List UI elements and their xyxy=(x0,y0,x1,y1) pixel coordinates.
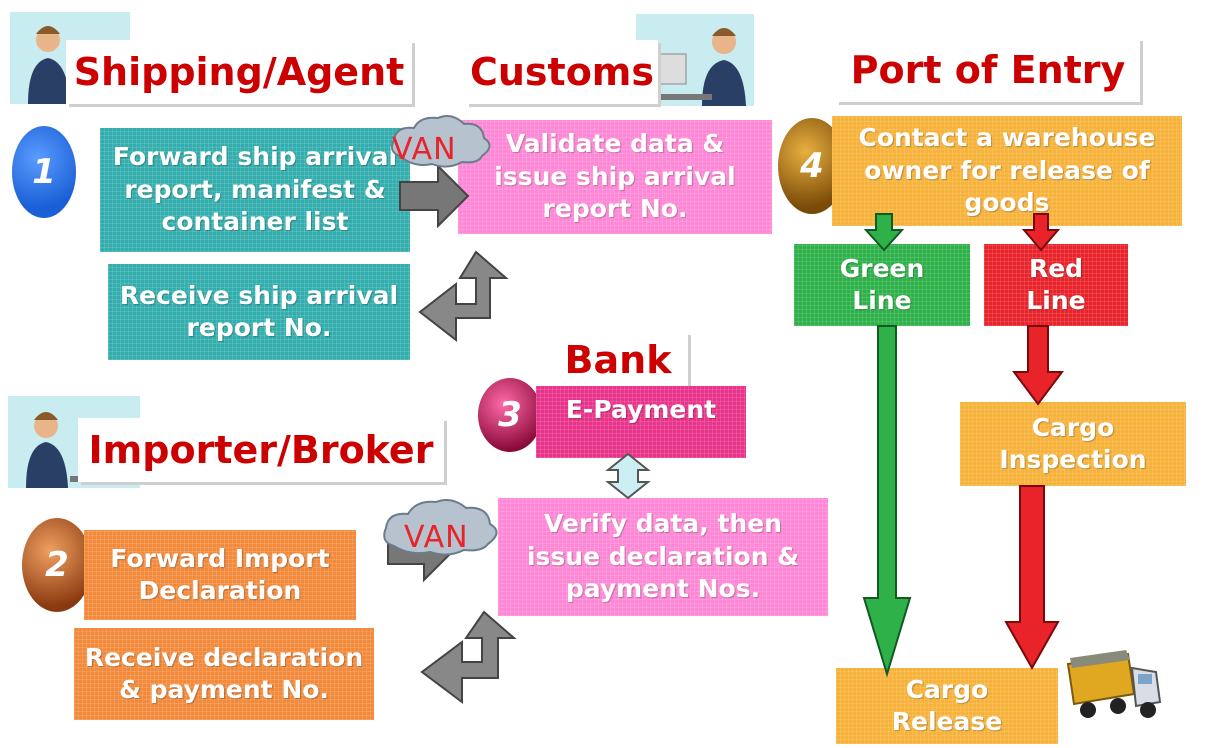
step-3-badge: 3 xyxy=(478,378,542,452)
receive-declaration-box: Receive declaration & payment No. xyxy=(74,628,374,720)
receive-ship-arrival-box: Receive ship arrival report No. xyxy=(108,264,410,360)
title-importer-broker: Importer/Broker xyxy=(78,418,444,482)
arrow-icon-return-bottom xyxy=(420,610,517,704)
green-line-box: Green Line xyxy=(794,244,970,326)
arrow-icon-green-long xyxy=(862,325,912,678)
cloud-icon-bottom xyxy=(383,499,498,556)
step-2-badge: 2 xyxy=(22,518,92,612)
cargo-release-box: Cargo Release xyxy=(836,668,1058,744)
title-customs: Customs xyxy=(466,40,658,104)
cargo-inspection-box: Cargo Inspection xyxy=(960,402,1186,486)
forward-ship-arrival-box: Forward ship arrival report, manifest & … xyxy=(100,128,410,252)
step-4-badge: 4 xyxy=(778,118,846,214)
van-label-bottom: VAN xyxy=(404,520,469,555)
truck-icon xyxy=(1066,650,1162,718)
validate-data-box: Validate data & issue ship arrival repor… xyxy=(458,120,772,234)
cloud-icon-top xyxy=(391,115,491,168)
contact-warehouse-box: Contact a warehouse owner for release of… xyxy=(832,116,1182,226)
arrow-icon-return-top xyxy=(418,250,509,343)
title-shipping-agent: Shipping/Agent xyxy=(66,40,412,104)
step-1-badge: 1 xyxy=(12,126,76,218)
arrow-icon-bank-verify xyxy=(605,452,651,500)
title-bank: Bank xyxy=(548,332,688,388)
e-payment-box: E-Payment xyxy=(536,386,746,458)
arrow-icon-red-inspection xyxy=(1012,325,1064,406)
title-port-of-entry: Port of Entry xyxy=(836,38,1140,102)
arrow-icon-red-release xyxy=(1004,485,1060,671)
verify-data-box: Verify data, then issue declaration & pa… xyxy=(498,498,828,616)
van-label-top: VAN xyxy=(392,132,457,167)
forward-import-declaration-box: Forward Import Declaration xyxy=(84,530,356,620)
red-line-box: Red Line xyxy=(984,244,1128,326)
